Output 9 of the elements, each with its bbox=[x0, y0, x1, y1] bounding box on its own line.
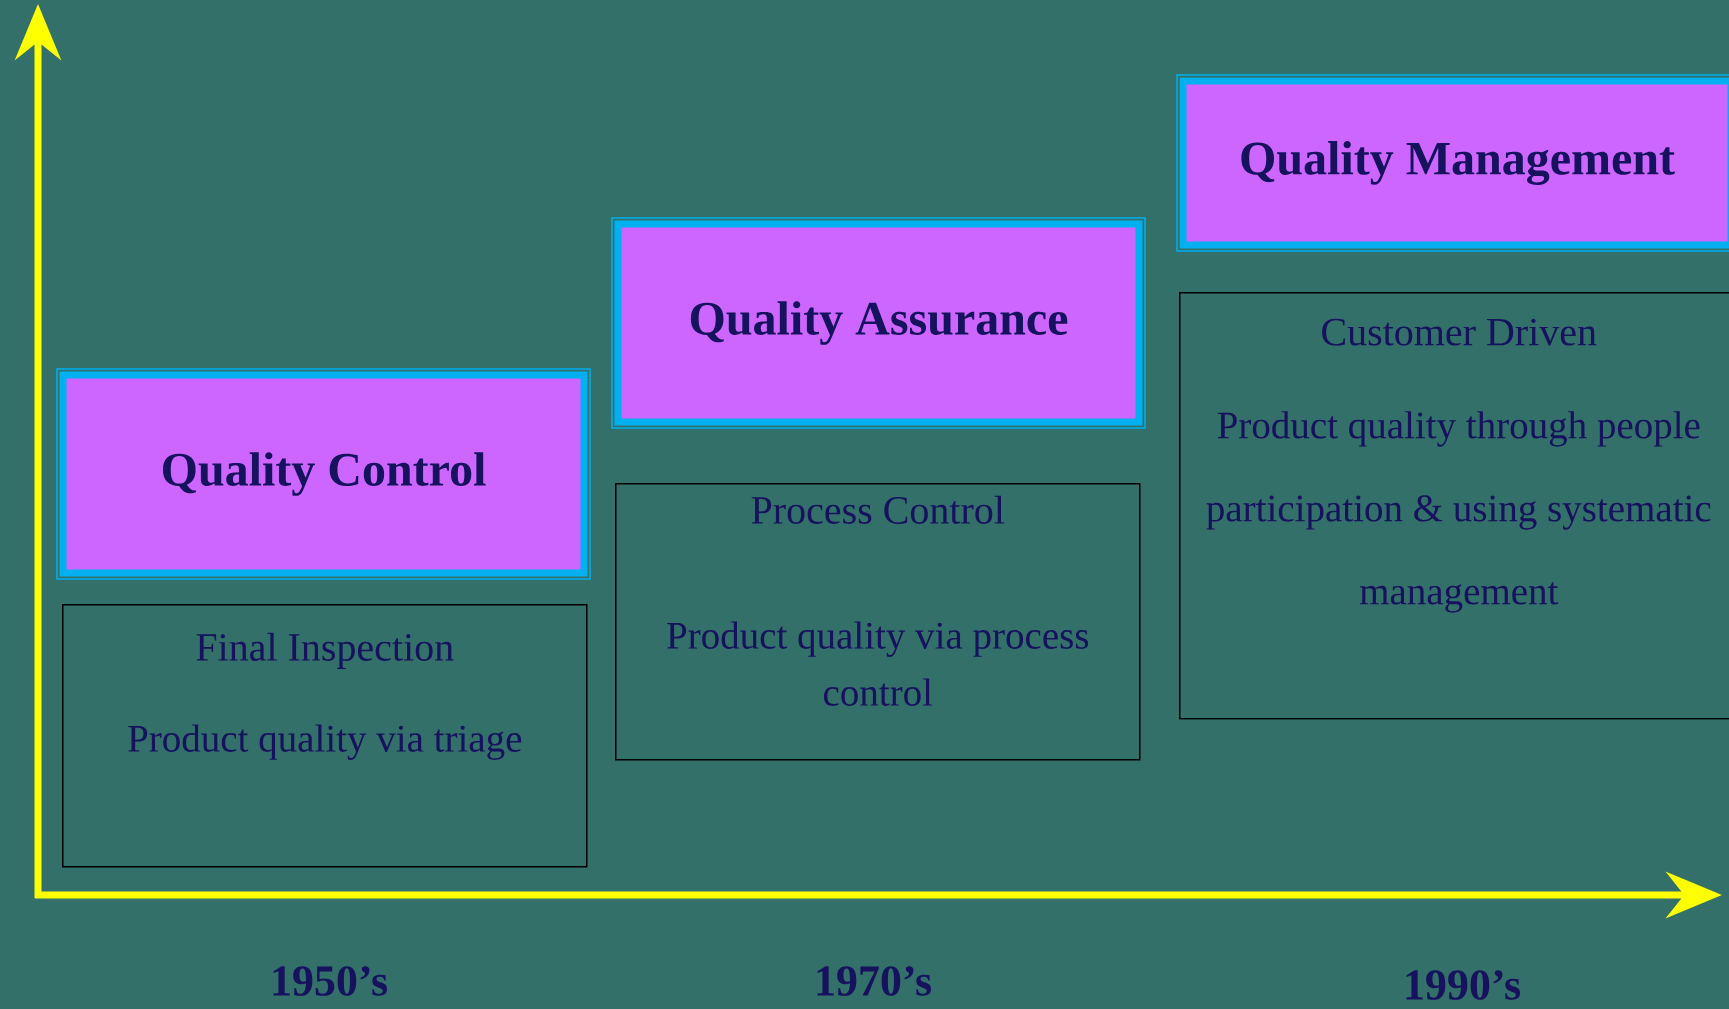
text-box: Process Control Product quality via process control bbox=[615, 483, 1141, 761]
year-label: 1970’s bbox=[817, 966, 931, 996]
title-box: Quality Management bbox=[1176, 74, 1729, 252]
title-box: Quality Assurance bbox=[611, 217, 1146, 429]
year-label: 1990’s bbox=[1406, 970, 1520, 1000]
title-box: Quality Control bbox=[56, 368, 591, 580]
text-box: Final Inspection Product quality via triage bbox=[62, 604, 588, 868]
year-label: 1950’s bbox=[273, 966, 387, 996]
text-box: Customer Driven Product quality through people participation & using systematic management bbox=[1179, 292, 1729, 720]
